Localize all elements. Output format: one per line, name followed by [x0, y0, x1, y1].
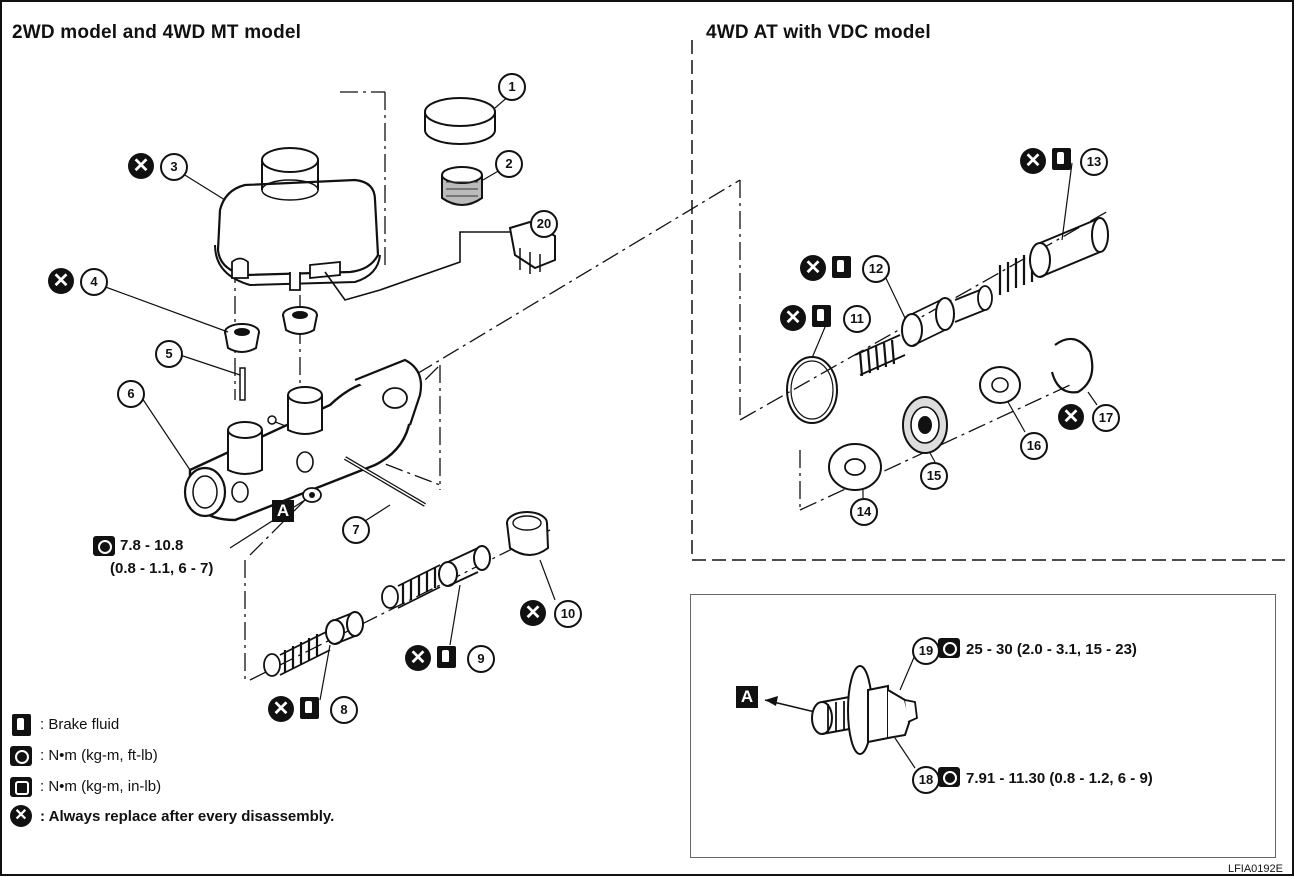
torque-ftlb-icon: [938, 767, 960, 787]
part-number-16: 16: [1020, 432, 1048, 460]
part-number-12: 12: [862, 255, 890, 283]
mount-nut-torque-line2: (0.8 - 1.1, 6 - 7): [110, 560, 214, 577]
vdc-secondary-piston: [854, 285, 993, 377]
grommet-right: [282, 306, 318, 335]
part19-torque: 25 - 30 (2.0 - 3.1, 15 - 23): [966, 641, 1137, 658]
brake-fluid-icon-12: [832, 256, 851, 278]
connector-a-label: A: [272, 500, 294, 522]
legend-torque-inlb: : N•m (kg-m, in-lb): [40, 778, 162, 795]
legend-brake-fluid: : Brake fluid: [40, 716, 120, 733]
master-cylinder-body: [183, 358, 423, 522]
brake-fluid-icon-13: [1052, 148, 1071, 170]
fitting-drawing: [764, 654, 918, 769]
piston-seal: [506, 511, 550, 556]
part-number-4: 4: [80, 268, 108, 296]
part-number-11: 11: [843, 305, 871, 333]
part-number-3: 3: [160, 153, 188, 181]
replace-icon-11: ✕: [780, 305, 806, 331]
mount-nut-torque-line1: 7.8 - 10.8: [120, 537, 184, 554]
replace-icon-8: ✕: [268, 696, 294, 722]
stopper-pin: [343, 456, 427, 507]
grommet-left: [224, 323, 260, 353]
figure-code: LFIA0192E: [1227, 863, 1283, 875]
reservoir-filter: [441, 166, 483, 206]
inset-connector-a-label: A: [736, 686, 758, 708]
part-number-13: 13: [1080, 148, 1108, 176]
reservoir-tank: [214, 147, 381, 291]
part-number-9: 9: [467, 645, 495, 673]
torque-ftlb-icon: [938, 638, 960, 658]
vdc-primary-piston: [998, 217, 1109, 295]
section-title-left: 2WD model and 4WD MT model: [12, 22, 302, 43]
part-number-10: 10: [554, 600, 582, 628]
fitting-detail-inset: [690, 594, 1276, 858]
torque-inlb-icon: [10, 777, 32, 797]
part-number-8: 8: [330, 696, 358, 724]
brake-fluid-icon-8: [300, 697, 319, 719]
part-number-2: 2: [495, 150, 523, 178]
part-number-18: 18: [912, 766, 940, 794]
brake-fluid-icon-9: [437, 646, 456, 668]
legend-replace: : Always replace after every disassembly…: [40, 808, 335, 825]
primary-piston-assembly: [263, 611, 364, 677]
replace-icon-3: ✕: [128, 153, 154, 179]
replace-icon-9: ✕: [405, 645, 431, 671]
part18-torque: 7.91 - 11.30 (0.8 - 1.2, 6 - 9): [966, 770, 1153, 787]
torque-ftlb-icon: [10, 746, 32, 766]
part-number-1: 1: [498, 73, 526, 101]
reservoir-pin: [239, 367, 246, 401]
legend-torque-ftlb: : N•m (kg-m, ft-lb): [40, 747, 158, 764]
replace-icon-10: ✕: [520, 600, 546, 626]
vdc-washer-14: [828, 443, 882, 491]
part-number-15: 15: [920, 462, 948, 490]
part-number-7: 7: [342, 516, 370, 544]
part-number-6: 6: [117, 380, 145, 408]
part-number-20: 20: [530, 210, 558, 238]
secondary-piston-assembly: [381, 545, 491, 609]
section-title-right: 4WD AT with VDC model: [706, 22, 931, 43]
brake-fluid-icon-11: [812, 305, 831, 327]
part-number-19: 19: [912, 637, 940, 665]
part-number-17: 17: [1092, 404, 1120, 432]
level-switch-wire: [324, 231, 510, 301]
part-number-14: 14: [850, 498, 878, 526]
vdc-seal-15: [902, 396, 948, 454]
vdc-washer-16: [979, 366, 1021, 404]
reservoir-cap: [424, 97, 496, 145]
part-number-5: 5: [155, 340, 183, 368]
vdc-o-ring: [786, 356, 838, 424]
replace-icon: ✕: [10, 805, 32, 827]
replace-icon-17: ✕: [1058, 404, 1084, 430]
torque-ftlb-icon: [93, 536, 115, 556]
replace-icon-13: ✕: [1020, 148, 1046, 174]
replace-icon-4: ✕: [48, 268, 74, 294]
replace-icon-12: ✕: [800, 255, 826, 281]
brake-fluid-icon: [12, 714, 31, 736]
vdc-snap-ring: [1050, 337, 1094, 394]
mount-nut: [302, 487, 322, 503]
